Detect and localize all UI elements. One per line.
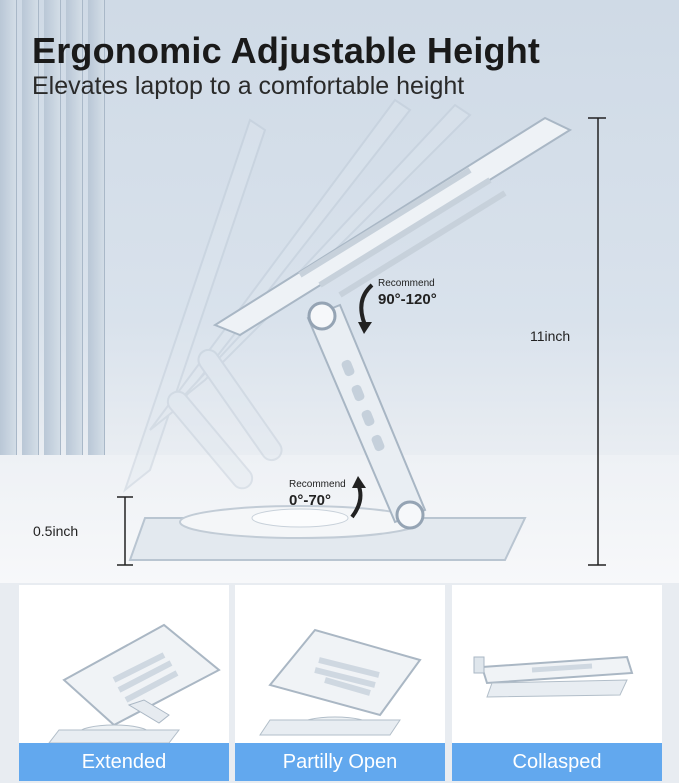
laptop-tray (212, 116, 573, 337)
state-card-collapsed: Collasped (452, 585, 662, 781)
stand-partially-open-image (259, 628, 422, 736)
page-title: Ergonomic Adjustable Height (32, 30, 541, 71)
state-label-partially-open: Partilly Open (235, 743, 445, 781)
state-card-extended: Extended (19, 585, 229, 781)
min-height-label: 0.5inch (33, 523, 79, 539)
top-recommend-angle: 90°-120° (378, 291, 437, 308)
top-recommend-label: Recommend (378, 278, 435, 289)
window-blinds (0, 0, 120, 470)
stand-states: Extended Partilly Open Collasped (0, 583, 679, 783)
rotate-arrow-top-icon (359, 283, 374, 326)
stand-extended-image (48, 623, 221, 743)
bottom-recommend-angle: 0°-70° (289, 492, 332, 509)
stand-collapsed-image (473, 655, 634, 698)
state-label-extended: Extended (19, 743, 229, 781)
hero-section: Ergonomic Adjustable Height Elevates lap… (0, 0, 679, 583)
min-height-dimension-line (117, 496, 133, 566)
bottom-recommend-label: Recommend (289, 479, 346, 490)
stand-base (128, 505, 527, 561)
laptop-stand-illustration (117, 98, 606, 566)
state-label-collapsed: Collasped (452, 743, 662, 781)
max-height-label: 11inch (530, 328, 571, 344)
height-dimension-line (588, 117, 606, 566)
stand-arm (306, 301, 427, 530)
state-card-partially-open: Partilly Open (235, 585, 445, 781)
page-subtitle: Elevates laptop to a comfortable height (32, 72, 465, 100)
